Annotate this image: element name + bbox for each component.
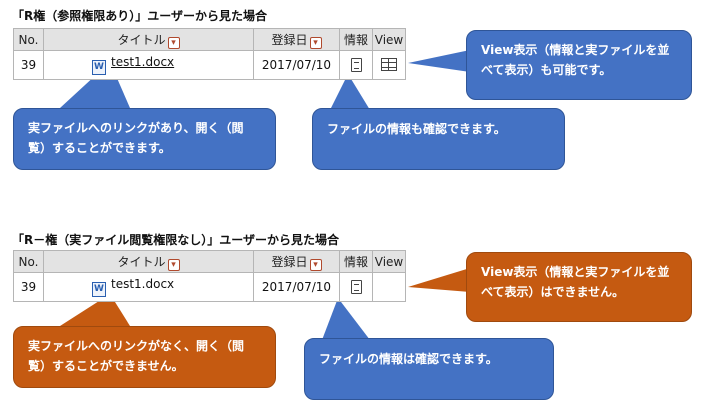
file-name: test1.docx bbox=[111, 277, 175, 291]
callout-info-1: ファイルの情報も確認できます。 bbox=[312, 108, 565, 170]
callout-info-2: ファイルの情報は確認できます。 bbox=[304, 338, 554, 400]
col-date-label: 登録日 bbox=[271, 254, 308, 269]
tail-info-2 bbox=[322, 298, 370, 340]
row-view bbox=[372, 50, 406, 80]
callout-link-1: 実ファイルへのリンクがあり、開く（閲覧）することができます。 bbox=[13, 108, 276, 170]
col-title-label: タイトル bbox=[117, 254, 166, 269]
col-view: View bbox=[372, 250, 406, 273]
view-table-icon[interactable] bbox=[381, 58, 397, 71]
sort-icon[interactable]: ▾ bbox=[167, 36, 180, 49]
table-header-row: No. タイトル▾ 登録日▾ 情報 View bbox=[13, 28, 406, 51]
col-info: 情報 bbox=[339, 28, 373, 51]
section1-title: 「R権（参照権限あり）」ユーザーから見た場合 bbox=[12, 9, 268, 23]
col-no: No. bbox=[13, 28, 44, 51]
callout-view-1: View表示（情報と実ファイルを並べて表示）も可能です。 bbox=[466, 30, 692, 100]
callout-view-2: View表示（情報と実ファイルを並べて表示）はできません。 bbox=[466, 252, 692, 322]
row-info bbox=[339, 50, 373, 80]
row-date: 2017/07/10 bbox=[253, 272, 340, 302]
row-no: 39 bbox=[13, 50, 44, 80]
col-view: View bbox=[372, 28, 406, 51]
row-no: 39 bbox=[13, 272, 44, 302]
row-date: 2017/07/10 bbox=[253, 50, 340, 80]
tail-view-1 bbox=[408, 50, 470, 72]
col-date[interactable]: 登録日▾ bbox=[253, 250, 340, 273]
col-no: No. bbox=[13, 250, 44, 273]
col-date[interactable]: 登録日▾ bbox=[253, 28, 340, 51]
col-title[interactable]: タイトル▾ bbox=[43, 250, 254, 273]
tail-info-1 bbox=[330, 74, 370, 110]
sort-icon[interactable]: ▾ bbox=[309, 258, 322, 271]
sort-icon[interactable]: ▾ bbox=[167, 258, 180, 271]
callout-link-2: 実ファイルへのリンクがなく、開く（閲覧）することができません。 bbox=[13, 326, 276, 388]
table-header-row: No. タイトル▾ 登録日▾ 情報 View bbox=[13, 250, 406, 273]
sort-icon[interactable]: ▾ bbox=[309, 36, 322, 49]
document-icon[interactable] bbox=[350, 280, 362, 294]
word-icon: W bbox=[92, 282, 106, 297]
row-info bbox=[339, 272, 373, 302]
tail-link-2 bbox=[60, 294, 130, 326]
word-icon: W bbox=[92, 60, 106, 75]
col-title-label: タイトル bbox=[117, 32, 166, 47]
col-info: 情報 bbox=[339, 250, 373, 273]
file-link[interactable]: test1.docx bbox=[111, 55, 175, 69]
col-title[interactable]: タイトル▾ bbox=[43, 28, 254, 51]
row-view-empty bbox=[372, 272, 406, 302]
tail-view-2 bbox=[408, 268, 470, 292]
col-date-label: 登録日 bbox=[271, 32, 308, 47]
section2-title: 「R－権（実ファイル閲覧権限なし）」ユーザーから見た場合 bbox=[12, 233, 340, 247]
document-icon[interactable] bbox=[350, 58, 362, 72]
